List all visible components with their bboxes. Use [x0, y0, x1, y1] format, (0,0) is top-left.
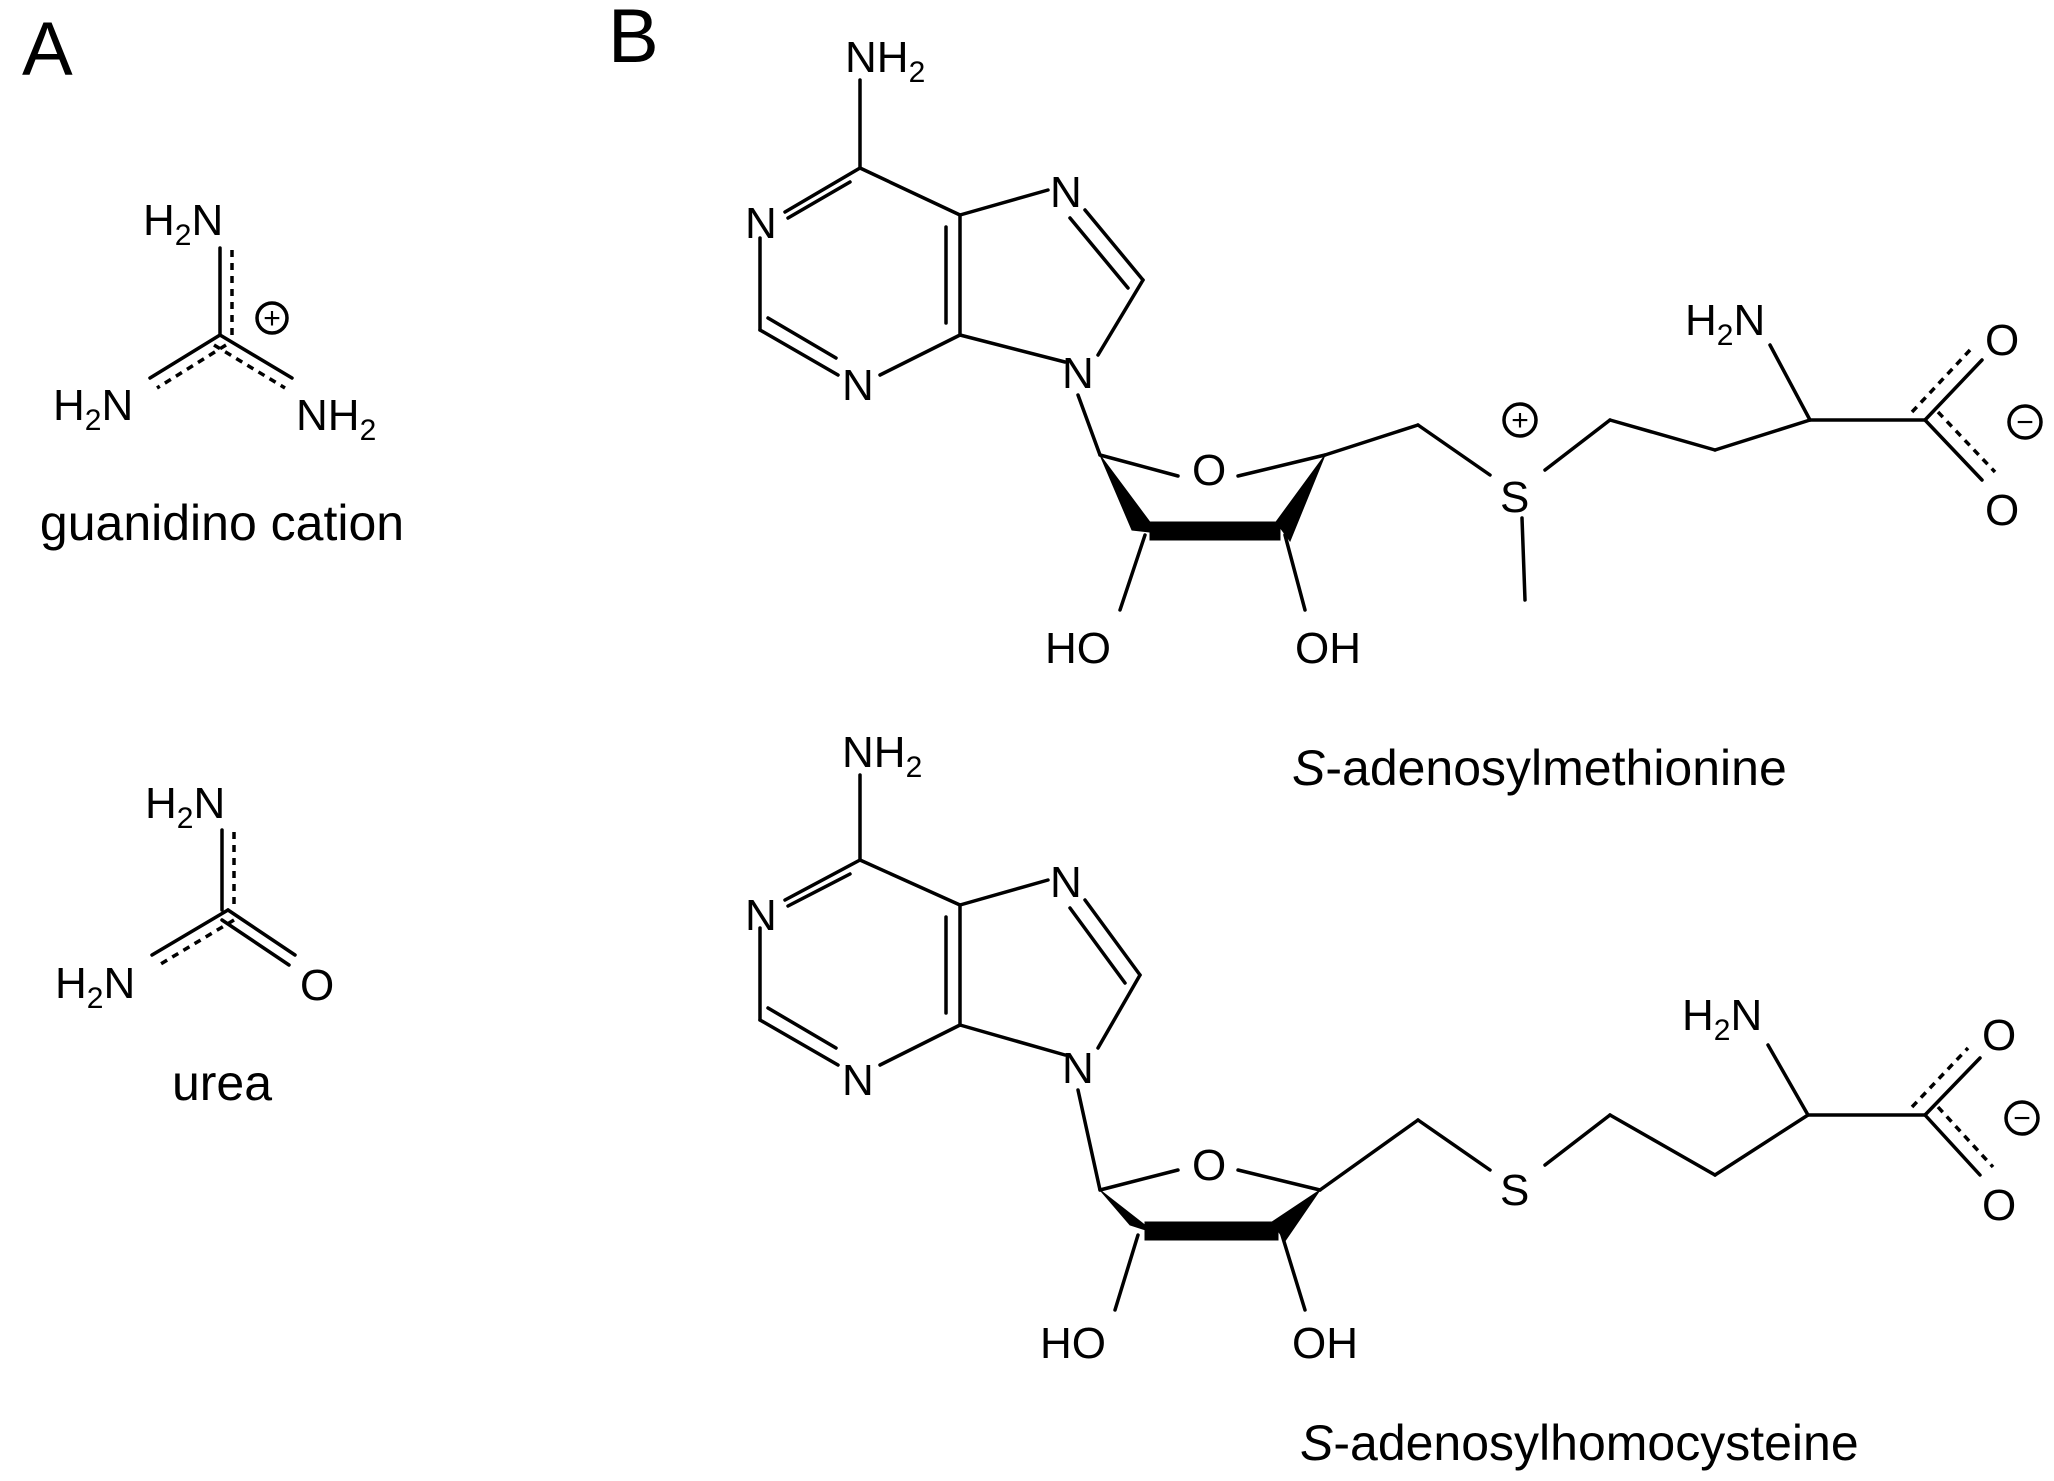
atom-nitrogen: N — [1050, 168, 1082, 217]
atom-amine: H2N — [145, 779, 225, 835]
atom-oxygen: O — [1985, 486, 2019, 535]
panel-label-b: B — [608, 0, 659, 79]
atom-sulfur: S — [1500, 1166, 1529, 1215]
atom-hydroxyl: HO — [1045, 624, 1111, 673]
sah-structure: NH2 − N N N — [745, 728, 2040, 1368]
compound-name-sah: S-adenosylhomocysteine — [1300, 1415, 1859, 1471]
atom-oxygen: O — [1985, 316, 2019, 365]
positive-charge-icon — [1502, 402, 1538, 438]
atom-amine: H2N — [1685, 296, 1765, 352]
compound-name-sam: S-adenosylmethionine — [1292, 740, 1787, 796]
atom-amine: NH2 — [842, 728, 922, 784]
svg-text:+: + — [263, 302, 281, 335]
atom-amine: H2N — [143, 196, 223, 252]
atom-nitrogen: N — [1062, 1044, 1094, 1093]
atom-nitrogen: N — [745, 199, 777, 248]
atom-sulfur: S — [1500, 473, 1529, 522]
atom-oxygen: O — [1982, 1181, 2016, 1230]
atom-oxygen: O — [1192, 446, 1226, 495]
atom-hydroxyl: HO — [1040, 1319, 1106, 1368]
atom-amine: H2N — [55, 959, 135, 1015]
atom-oxygen: O — [300, 961, 334, 1010]
atom-nitrogen: N — [1050, 858, 1082, 907]
atom-amine: NH2 — [845, 33, 925, 89]
atom-nitrogen: N — [1062, 349, 1094, 398]
svg-text:−: − — [2013, 1102, 2031, 1135]
atom-nitrogen: N — [745, 891, 777, 940]
negative-charge-icon — [2004, 1100, 2040, 1136]
urea-structure: H2N H2N O — [55, 779, 334, 1015]
compound-name-urea: urea — [172, 1055, 272, 1111]
atom-oxygen: O — [1192, 1141, 1226, 1190]
svg-text:+: + — [1511, 404, 1529, 437]
atom-amine: H2N — [53, 381, 133, 437]
atom-amine: H2N — [1682, 991, 1762, 1047]
positive-charge-icon — [255, 301, 289, 335]
compound-name-guanidino: guanidino cation — [40, 495, 404, 551]
atom-nitrogen: N — [842, 361, 874, 410]
panel-label-a: A — [22, 7, 73, 92]
guanidino-structure: + H2N H2N NH2 — [53, 196, 376, 447]
negative-charge-icon — [2007, 404, 2043, 440]
atom-nitrogen: N — [842, 1056, 874, 1105]
atom-oxygen: O — [1982, 1011, 2016, 1060]
sam-structure: NH2 + — [745, 33, 2043, 673]
atom-hydroxyl: OH — [1292, 1319, 1358, 1368]
svg-text:−: − — [2016, 406, 2034, 439]
atom-amine: NH2 — [296, 391, 376, 447]
atom-hydroxyl: OH — [1295, 624, 1361, 673]
